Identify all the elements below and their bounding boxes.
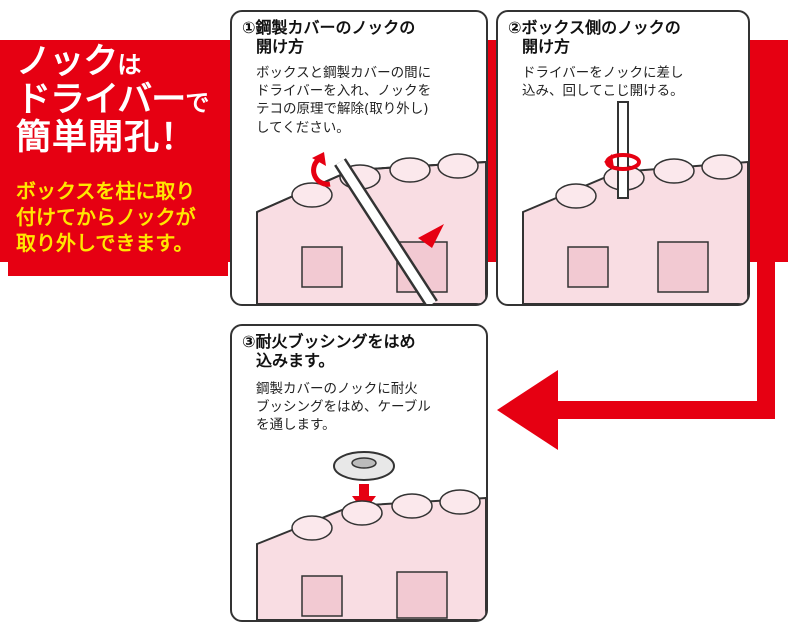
step-2-title: ②ボックス側のノックの 開け方	[508, 18, 681, 56]
step-3-title-line: 込みます。	[256, 351, 335, 371]
subtext: ボックスを柱に取り 付けてからノックが 取り外しできます。	[16, 178, 226, 256]
step-2-title-line: ②ボックス側のノックの	[508, 18, 681, 37]
step-2-panel: ②ボックス側のノックの 開け方 ドライバーをノックに差し 込み、回してこじ開ける…	[496, 10, 750, 306]
step-2-text-line: 込み、回してこじ開ける。	[522, 83, 684, 100]
step-2-illustration	[522, 101, 748, 304]
step-1-title-line: ①鋼製カバーのノックの	[242, 18, 416, 37]
red-left-block	[8, 40, 228, 276]
step-3-panel: ③耐火ブッシングをはめ 込みます。 鋼製カバーのノックに耐火 ブッシングをはめ、…	[230, 324, 488, 622]
headline-word-driver: ドライバー	[16, 79, 186, 120]
step-3-text-line: を通します。	[256, 417, 336, 434]
headline: ノックは ドライバーで 簡単開孔！	[16, 42, 210, 158]
step-3-illustration	[256, 451, 486, 620]
step-1-text-line: ボックスと鋼製カバーの間に	[256, 65, 432, 81]
step-1-panel: ①鋼製カバーのノックの 開け方 ボックスと鋼製カバーの間に ドライバーを入れ、ノ…	[230, 10, 488, 306]
step-2-text: ドライバーをノックに差し 込み、回してこじ開ける。	[522, 64, 684, 100]
step-2-text-line: ドライバーをノックに差し	[522, 65, 684, 81]
subtext-line: 取り外しできます。	[16, 231, 194, 255]
headline-easy-opening: 簡単開孔！	[16, 117, 197, 158]
subtext-line: ボックスを柱に取り	[16, 179, 196, 203]
step-3-title-line: ③耐火ブッシングをはめ	[242, 332, 416, 351]
subtext-line: 付けてからノックが	[16, 205, 196, 229]
headline-particle-2: で	[185, 88, 210, 117]
step-1-text: ボックスと鋼製カバーの間に ドライバーを入れ、ノックを テコの原理で解除(取り外…	[256, 64, 431, 137]
headline-word-knock: ノック	[16, 42, 118, 82]
step-2-title-line: 開け方	[522, 37, 571, 57]
step-3-title: ③耐火ブッシングをはめ 込みます。	[242, 332, 416, 370]
step-1-title-line: 開け方	[256, 37, 305, 57]
headline-particle-1: は	[117, 51, 142, 79]
step-1-text-line: テコの原理で解除(取り外し)	[256, 101, 429, 118]
step-1-text-line: ドライバーを入れ、ノックを	[256, 83, 432, 100]
step-3-text: 鋼製カバーのノックに耐火 ブッシングをはめ、ケーブル を通します。	[256, 380, 431, 435]
step-1-title: ①鋼製カバーのノックの 開け方	[242, 18, 415, 56]
step-3-text-line: ブッシングをはめ、ケーブル	[256, 399, 431, 416]
step-3-text-line: 鋼製カバーのノックに耐火	[256, 381, 418, 397]
step-1-illustration	[256, 152, 486, 304]
step-1-text-line: してください。	[256, 119, 350, 136]
